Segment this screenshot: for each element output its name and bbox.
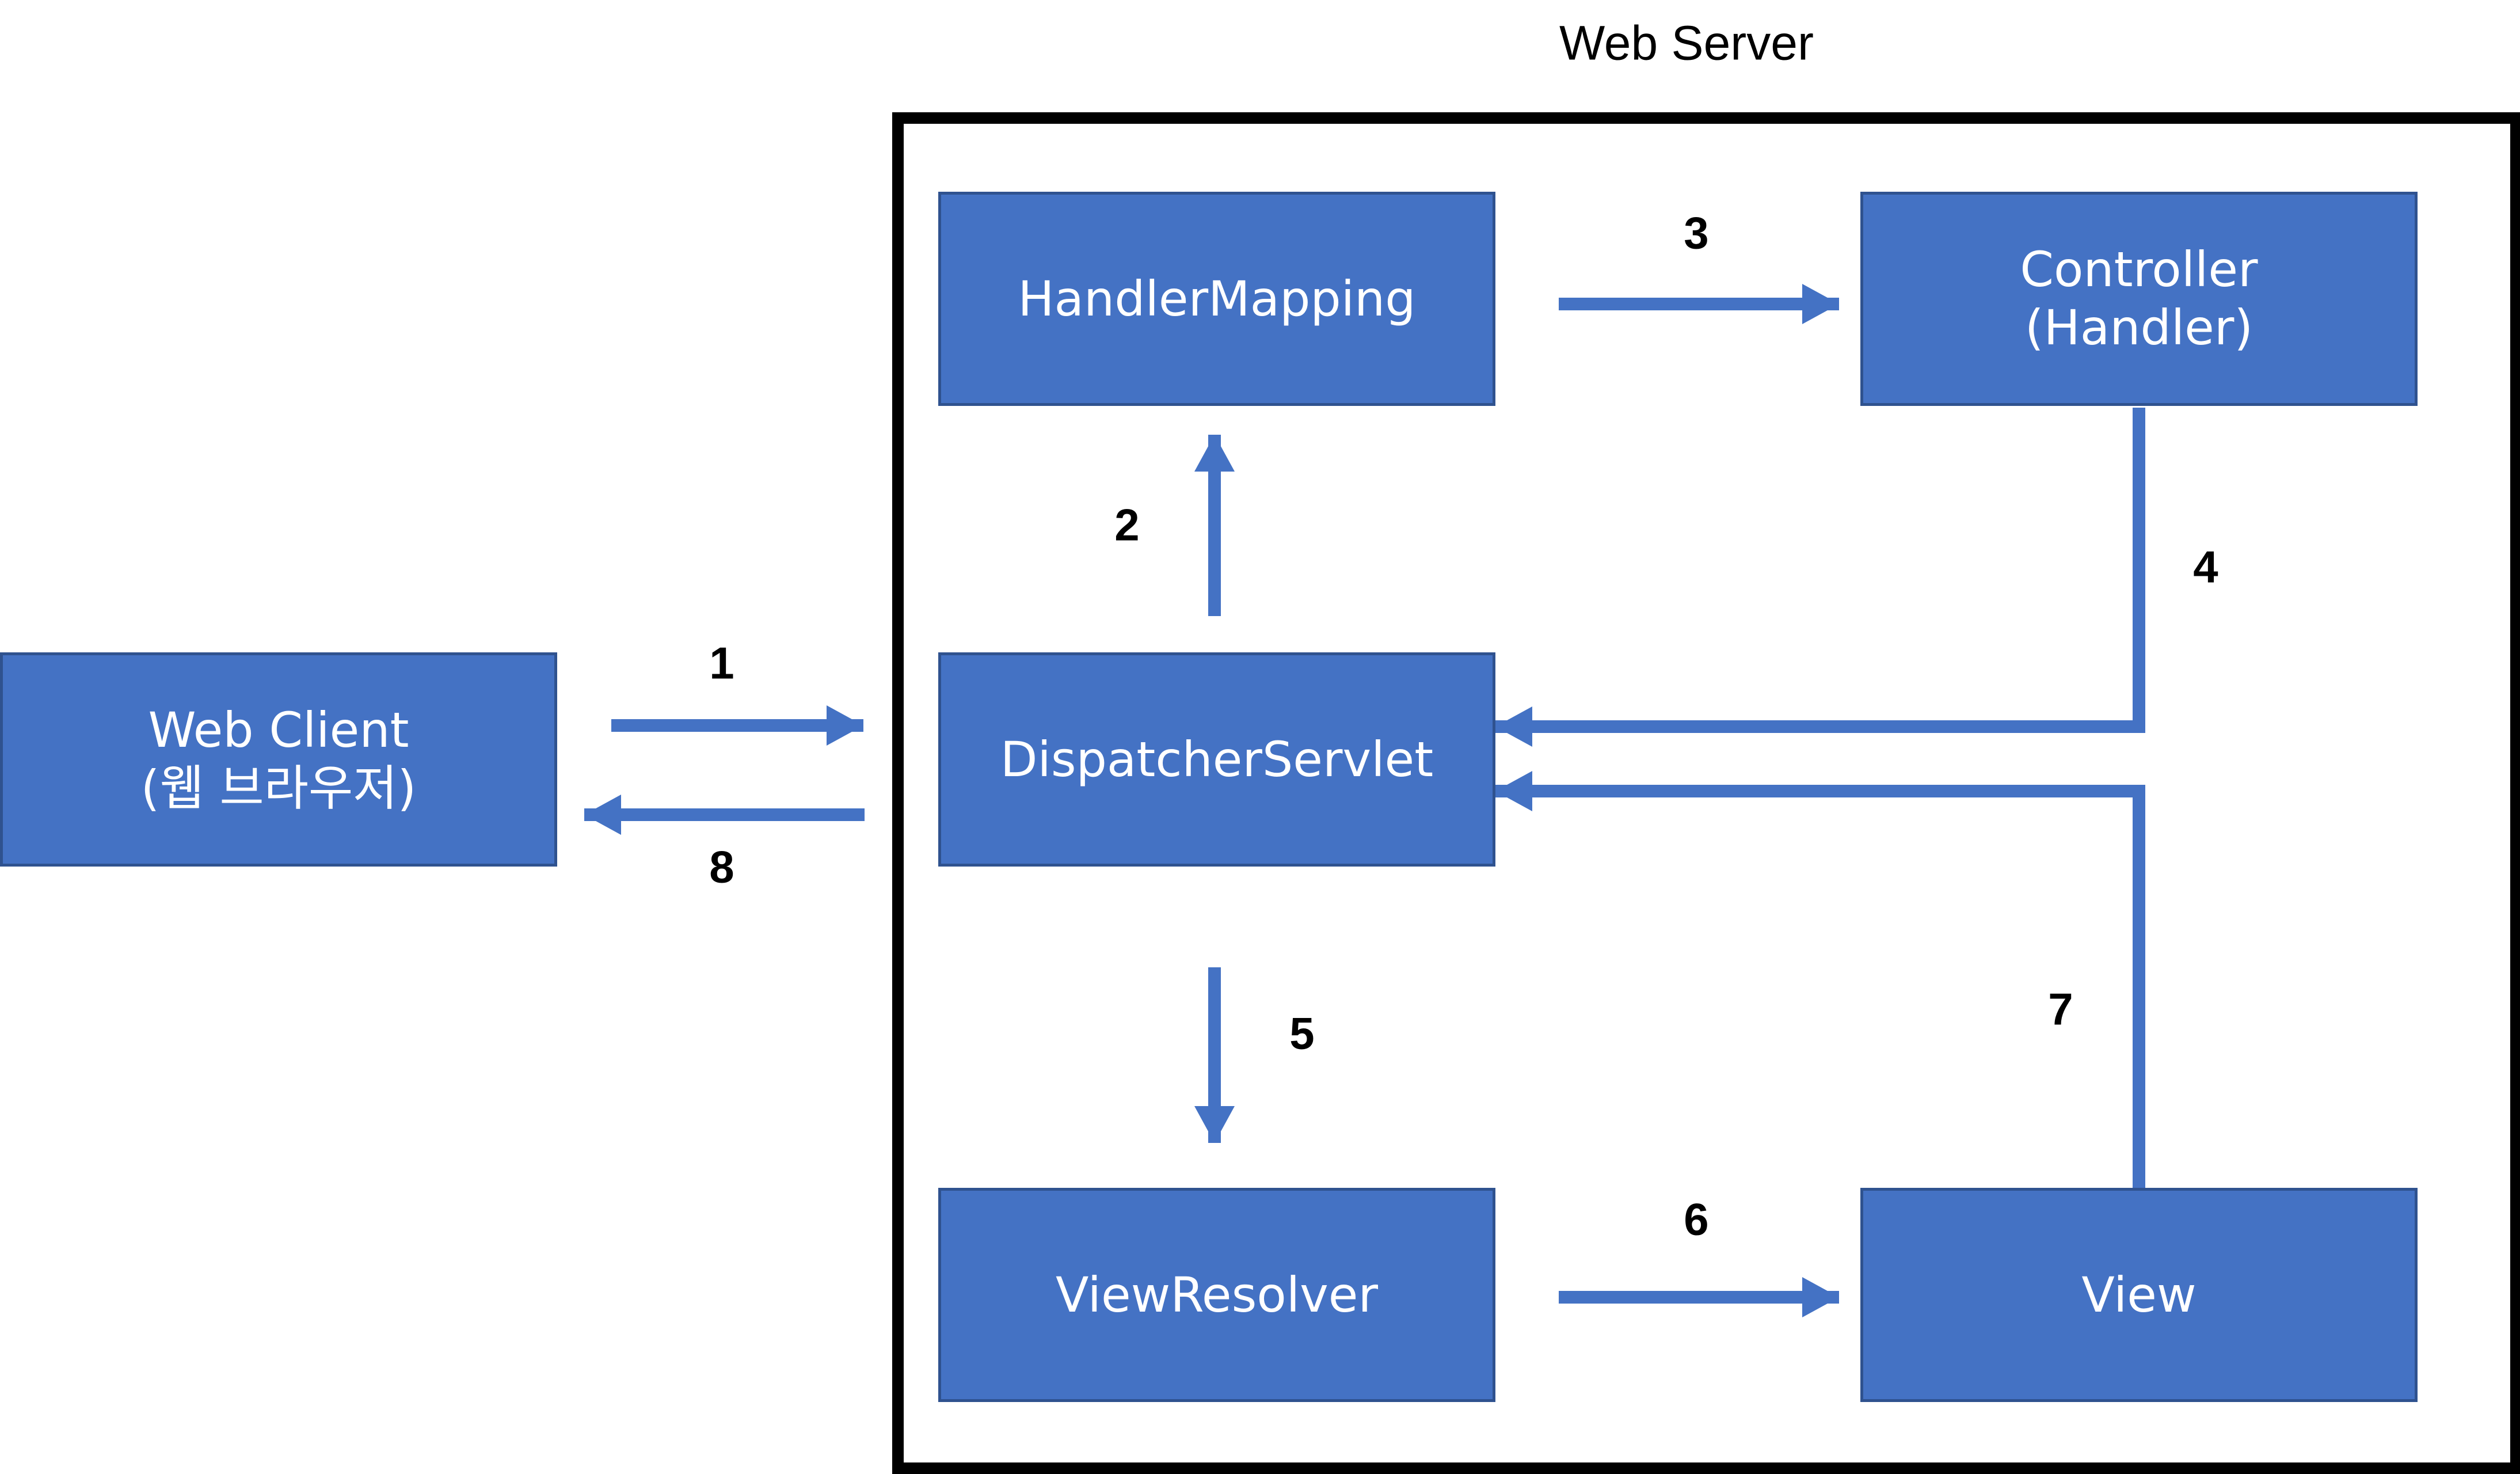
step-number-1: 1	[709, 637, 734, 689]
web-server-label: Web Server	[1559, 16, 1814, 70]
controller-label: Controller	[2020, 241, 2258, 298]
step-number-8: 8	[709, 841, 734, 892]
controller-box: Controller (Handler)	[1860, 192, 2418, 406]
step-number-5: 5	[1289, 1008, 1315, 1059]
view-resolver-box: ViewResolver	[938, 1188, 1495, 1402]
arrow-step-4	[1495, 408, 2145, 747]
step-number-3: 3	[1684, 207, 1709, 259]
dispatcher-servlet-box: DispatcherServlet	[938, 652, 1495, 867]
step-number-4: 4	[2193, 541, 2218, 592]
handler-mapping-label: HandlerMapping	[1018, 270, 1416, 327]
step-number-2: 2	[1114, 499, 1140, 550]
arrow-step-7	[1495, 771, 2145, 1190]
handler-mapping-box: HandlerMapping	[938, 192, 1495, 406]
controller-sublabel: (Handler)	[2024, 299, 2253, 356]
step-number-7: 7	[2048, 983, 2073, 1035]
view-resolver-label: ViewResolver	[1055, 1266, 1379, 1323]
web-client-sublabel: (웹 브라우저)	[140, 760, 417, 816]
view-box: View	[1860, 1188, 2418, 1402]
web-client-label: Web Client	[148, 702, 409, 759]
view-label: View	[2081, 1266, 2197, 1323]
step-number-6: 6	[1684, 1194, 1709, 1245]
web-server-frame	[892, 112, 2520, 1474]
dispatcher-servlet-label: DispatcherServlet	[1000, 731, 1434, 788]
web-client-box: Web Client (웹 브라우저)	[0, 652, 557, 867]
